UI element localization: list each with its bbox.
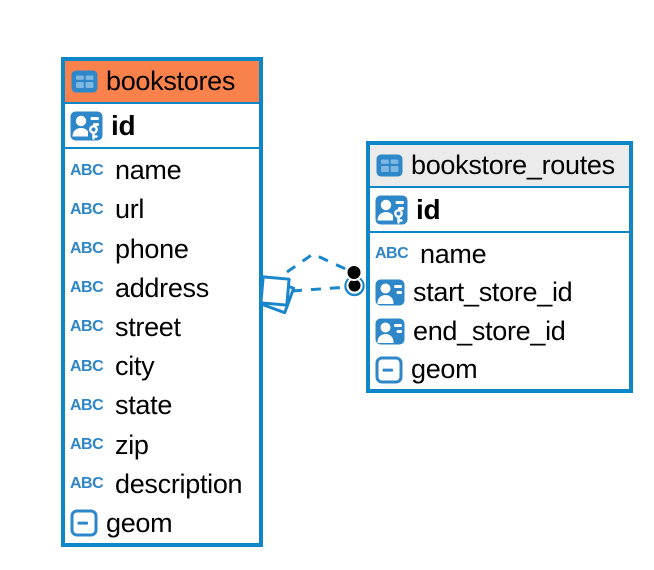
text-type-icon: ABC [70,436,104,454]
column-row-url[interactable]: ABC url [65,190,259,229]
text-type-icon: ABC [70,279,104,297]
column-name: description [115,468,243,499]
table-title: bookstore_routes [411,150,615,180]
column-name: start_store_id [413,277,573,308]
pk-divider [370,231,629,233]
column-row-state[interactable]: ABC state [65,386,259,425]
text-type-icon: ABC [70,318,104,336]
column-name: end_store_id [413,315,566,346]
relationship-line-lower [291,285,349,293]
text-type-icon: ABC [375,245,409,263]
pk-column-name: id [111,109,136,141]
column-list: ABC name ABC url ABC phone ABC address A… [65,149,259,543]
column-name: state [115,390,173,421]
header-divider [65,102,259,104]
text-type-icon: ABC [70,357,104,375]
column-row-name[interactable]: ABC name [370,235,629,274]
table-icon [376,154,403,177]
column-row-geom[interactable]: geom [370,351,629,390]
pk-row-bookstores-id[interactable]: id [65,104,259,147]
primary-key-icon [70,111,103,141]
text-type-icon: ABC [70,240,104,257]
column-name: name [115,155,182,186]
column-row-phone[interactable]: ABC phone [65,229,259,268]
column-row-geom[interactable]: geom [65,504,259,543]
header-divider [370,186,629,188]
text-type-icon: ABC [70,475,104,493]
column-name: phone [115,233,189,264]
text-type-icon: ABC [70,200,104,218]
column-name: geom [106,507,173,538]
pk-row-routes-id[interactable]: id [370,188,629,231]
relationship-line-upper [286,252,351,274]
pk-column-name: id [416,193,441,225]
table-routes-header[interactable]: bookstore_routes [370,145,629,186]
column-name: street [115,311,181,342]
text-type-icon: ABC [70,161,104,179]
geometry-type-icon [375,356,403,384]
primary-key-icon [375,195,408,225]
column-row-start-store-id[interactable]: start_store_id [370,274,629,313]
diamond-marker [258,275,296,315]
column-row-name[interactable]: ABC name [65,151,259,190]
column-name: city [115,351,155,382]
reference-type-icon [375,279,405,306]
geometry-type-icon [70,509,98,537]
table-bookstores-header[interactable]: bookstores [65,61,259,102]
pk-divider [65,147,259,149]
column-row-city[interactable]: ABC city [65,347,259,386]
column-name: zip [115,429,149,460]
relationship-line-group[interactable] [258,252,365,315]
table-title: bookstores [106,66,236,96]
column-name: name [420,238,487,269]
dot-markers [344,264,365,297]
column-name: address [115,272,209,303]
column-row-street[interactable]: ABC street [65,308,259,347]
column-list: ABC name start_store_id [370,233,629,389]
reference-type-icon [375,318,405,345]
text-type-icon: ABC [70,396,104,414]
table-bookstores[interactable]: bookstores id [61,57,263,547]
column-name: geom [411,354,478,385]
table-icon [71,70,98,93]
table-bookstore-routes[interactable]: bookstore_routes id [366,141,633,393]
column-row-end-store-id[interactable]: end_store_id [370,312,629,351]
column-name: url [115,194,145,225]
column-row-address[interactable]: ABC address [65,269,259,308]
column-row-description[interactable]: ABC description [65,465,259,504]
column-row-zip[interactable]: ABC zip [65,425,259,464]
